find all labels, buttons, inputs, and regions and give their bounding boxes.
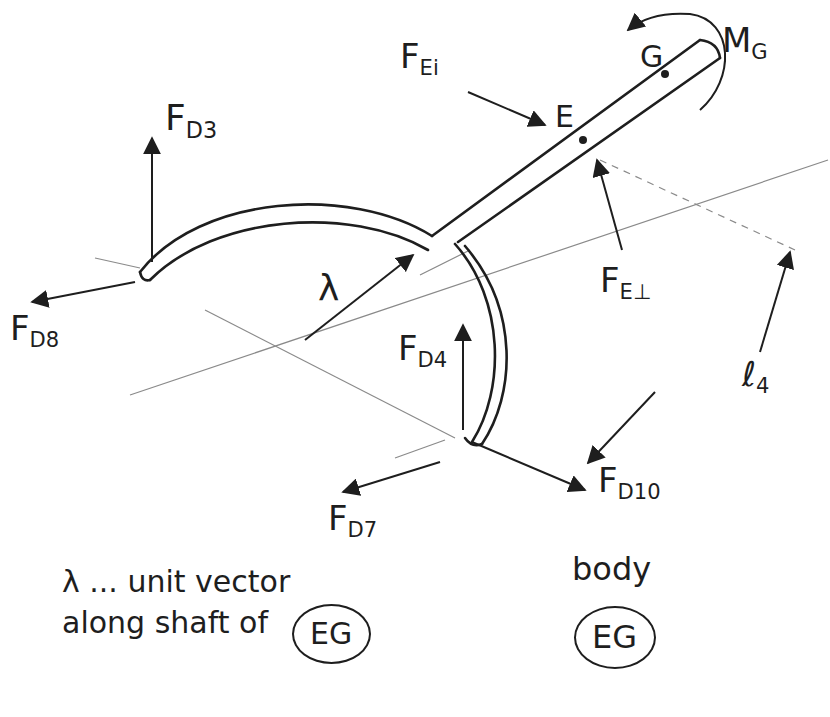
body-name: EG	[592, 618, 638, 656]
text-label: E	[555, 100, 574, 133]
force-label: FD3	[165, 98, 217, 142]
circled-label: EG	[292, 604, 371, 664]
force-label: FD7	[328, 500, 377, 542]
force-arrows	[32, 14, 790, 492]
force-label: FD10	[598, 462, 661, 504]
force-label: FD8	[10, 310, 59, 352]
circled-label: EG	[574, 606, 656, 669]
body-name: EG	[310, 616, 353, 651]
force-label: FEi	[400, 38, 439, 80]
force-label: FD4	[398, 330, 447, 372]
body-eg	[140, 40, 720, 445]
text-label: G	[640, 40, 663, 73]
force-label: MG	[722, 22, 768, 64]
points	[579, 70, 669, 144]
text-label: λ	[318, 268, 339, 308]
force-label: ℓ4	[742, 356, 769, 398]
force-label: FE⊥	[600, 262, 651, 304]
text-label: body	[572, 552, 651, 587]
axis-lines	[95, 160, 828, 458]
